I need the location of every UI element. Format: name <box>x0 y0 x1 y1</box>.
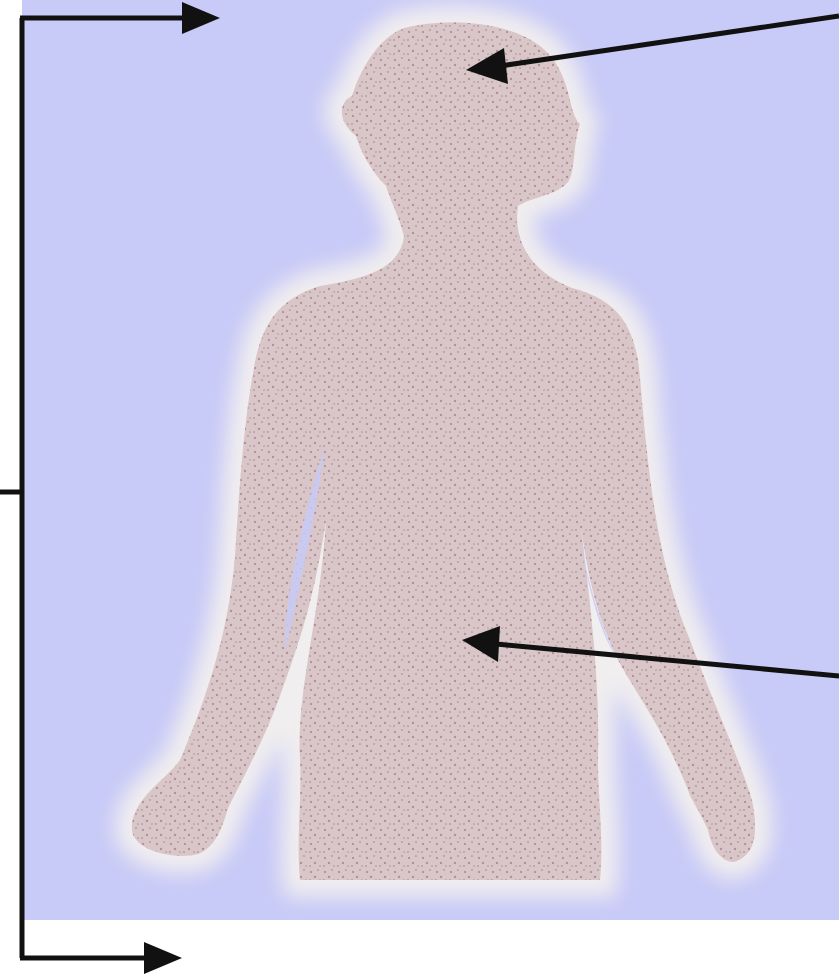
lower-branch-arrowhead <box>144 942 182 974</box>
